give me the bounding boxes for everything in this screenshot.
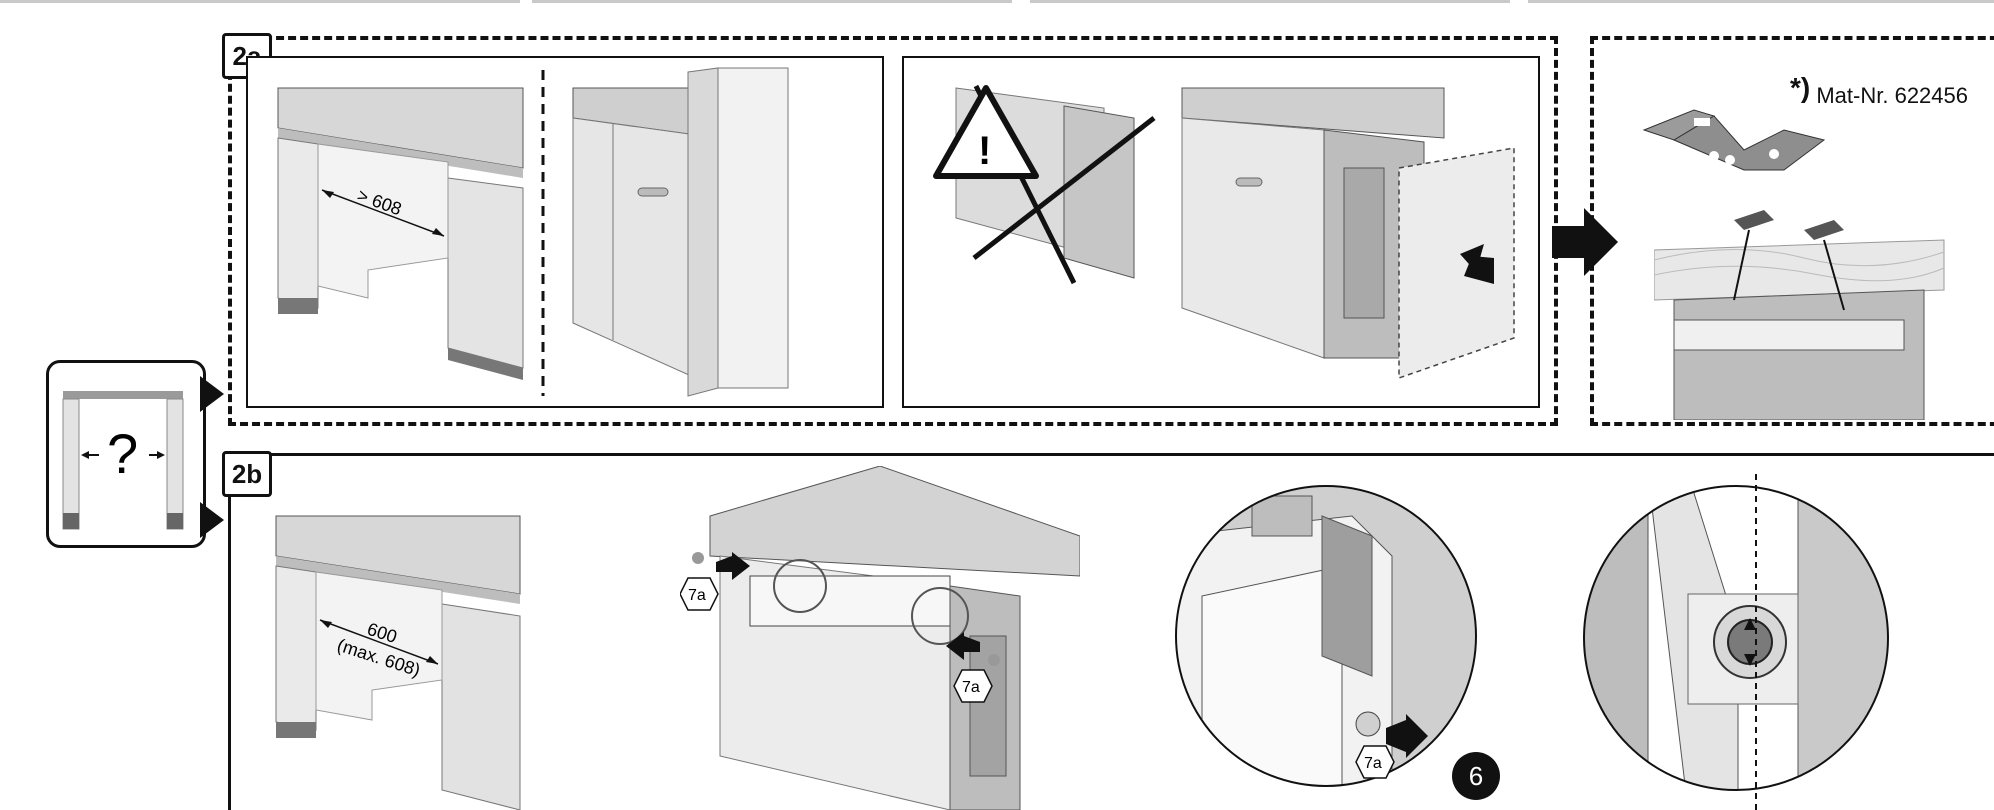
question-mark: ? — [107, 422, 138, 485]
step-number-badge: 6 — [1452, 752, 1500, 800]
fastener-ref-icon: 7a — [680, 577, 719, 611]
fastener-ref-icon: 7a — [953, 669, 993, 703]
material-number: Mat-Nr. 622456 — [1816, 83, 1968, 108]
bracket-fitting-illustration — [1654, 210, 1945, 420]
top-rule — [1528, 0, 1994, 3]
arrow-right-icon — [1552, 208, 1618, 276]
panel-2b-top-rule — [228, 453, 1994, 456]
arrow-right-icon — [200, 376, 224, 412]
warning-triangle-icon: ! — [933, 85, 1039, 179]
panel-fitting-illustration: ! — [933, 84, 1515, 380]
top-rule — [532, 0, 1012, 3]
niche-measure-panel: > 608 — [246, 56, 884, 408]
arrow-push-icon — [1460, 244, 1494, 284]
niche-width-question-icon: ? — [46, 360, 206, 548]
niche-width-illustration: 600 (max. 608) — [275, 515, 521, 810]
panel-2b-left-rule — [228, 453, 231, 810]
step-label-2b: 2b — [222, 451, 272, 497]
fastener-ref-label: 7a — [1364, 755, 1382, 772]
screw-detail-illustration: 7a — [1175, 485, 1477, 787]
top-rule — [1030, 0, 1510, 3]
fastener-ref-label: 7a — [962, 679, 980, 696]
svg-text:!: ! — [978, 129, 991, 173]
adjuster-detail-illustration — [1583, 474, 1889, 810]
footnote-star: *) — [1790, 72, 1811, 103]
fastener-ref-icon: 7a — [1355, 745, 1395, 779]
top-rule — [0, 0, 520, 3]
dishwasher-fixing-illustration: 7a 7a — [680, 466, 1080, 810]
accessory-panel: *) Mat-Nr. 622456 — [1590, 36, 1994, 426]
fastener-ref-label: 7a — [688, 587, 706, 604]
arrow-right-icon — [200, 502, 224, 538]
niche-measure-illustration: > 608 — [277, 67, 789, 397]
panel-fitting-panel: ! — [902, 56, 1540, 408]
bracket-illustration — [1642, 109, 1826, 171]
